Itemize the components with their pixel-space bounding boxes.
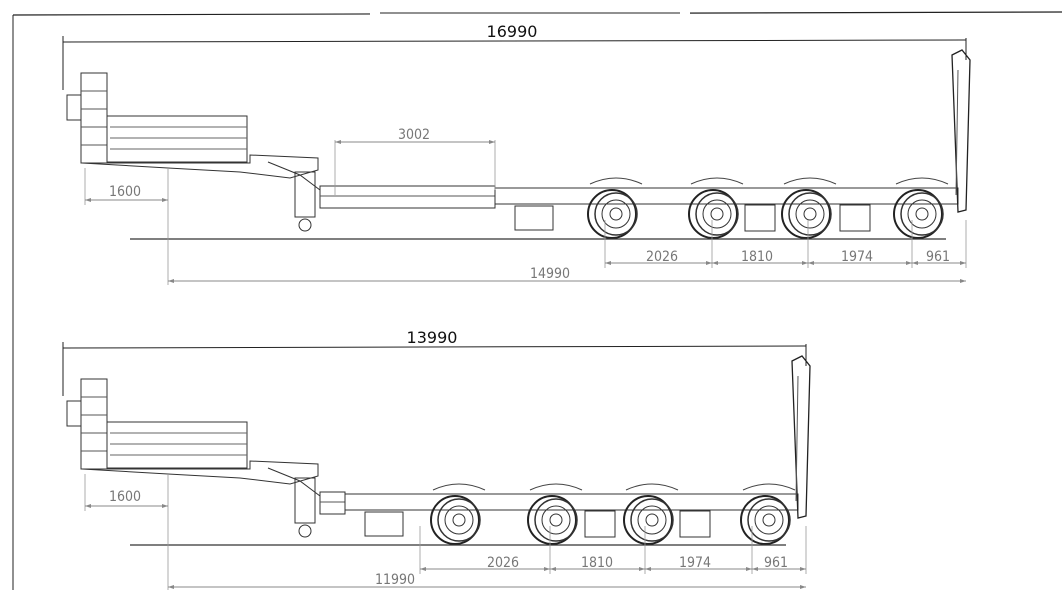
gooseneck-deck — [106, 115, 248, 163]
rim — [541, 505, 571, 535]
rim — [444, 505, 474, 535]
front-bumper — [66, 400, 82, 427]
tire — [630, 498, 674, 542]
wheel-icon — [781, 177, 837, 239]
sheet-frame — [12, 8, 1062, 590]
tire — [534, 498, 578, 542]
toolbox — [364, 511, 404, 537]
tire — [747, 498, 791, 542]
headboard — [80, 72, 108, 164]
tire — [430, 495, 480, 545]
headboard — [80, 378, 108, 470]
tire — [893, 189, 943, 239]
axle-spacing-label: 1974 — [841, 249, 873, 265]
hub — [762, 513, 776, 527]
hub — [609, 207, 623, 221]
rim — [907, 199, 937, 229]
landing-gear-foot — [298, 218, 312, 232]
kingpin-to-rear-label: 14990 — [530, 266, 570, 282]
gooseneck-length-label: 1600 — [109, 489, 141, 505]
fender — [895, 177, 949, 185]
wheel-icon — [740, 483, 796, 545]
landing-gear-foot — [298, 524, 312, 538]
hub — [452, 513, 466, 527]
wheel-icon — [527, 483, 583, 545]
trailer-drawing-long: 16990 1600 3002 14990 2026 1810 1974 961 — [62, 22, 971, 285]
fender — [783, 177, 837, 185]
fender — [690, 177, 744, 185]
fender — [589, 177, 643, 185]
axle-spacing-label: 961 — [764, 555, 788, 571]
fender — [625, 483, 679, 491]
rim — [601, 199, 631, 229]
tire — [740, 495, 790, 545]
lowbed-well — [319, 491, 346, 515]
fender — [742, 483, 796, 491]
loading-ramp — [951, 49, 971, 213]
wheel-icon — [430, 483, 486, 545]
loading-ramp — [791, 355, 811, 519]
hub — [549, 513, 563, 527]
trailer-drawing-short: 13990 1600 11990 2026 1810 1974 961 — [62, 328, 811, 590]
ramp-detail — [795, 375, 799, 502]
overall-length-label: 16990 — [487, 22, 538, 41]
dimension-arrow — [752, 567, 806, 571]
axle-spacing-label: 1974 — [679, 555, 711, 571]
overall-dimension-line — [62, 345, 807, 349]
gooseneck-deck — [106, 421, 248, 469]
toolbox — [514, 205, 554, 231]
wheel-icon — [587, 177, 643, 239]
landing-gear — [294, 477, 316, 524]
gooseneck-frame — [81, 154, 319, 179]
gooseneck-frame — [267, 467, 321, 497]
kingpin-to-rear-label: 11990 — [375, 572, 415, 588]
gooseneck-frame — [267, 161, 321, 191]
wheel-icon — [688, 177, 744, 239]
ballast-box — [679, 510, 711, 538]
axle-spacing-label: 1810 — [581, 555, 613, 571]
hub — [710, 207, 724, 221]
rim — [702, 199, 732, 229]
ramp-detail — [955, 69, 959, 196]
axle-spacing-label: 2026 — [487, 555, 519, 571]
tire — [527, 495, 577, 545]
rim — [754, 505, 784, 535]
ballast-box — [584, 510, 616, 538]
wheel-icon — [623, 483, 679, 545]
tire — [695, 192, 739, 236]
hub — [803, 207, 817, 221]
fender — [529, 483, 583, 491]
axle-spacing-label: 961 — [926, 249, 950, 265]
tire — [594, 192, 638, 236]
tire — [788, 192, 832, 236]
hub — [915, 207, 929, 221]
fender — [432, 483, 486, 491]
axle-spacing-label: 1810 — [741, 249, 773, 265]
hub — [645, 513, 659, 527]
gooseneck-frame — [81, 460, 319, 485]
front-bumper — [66, 94, 82, 121]
tire — [781, 189, 831, 239]
gooseneck-length-label: 1600 — [109, 184, 141, 200]
tire — [437, 498, 481, 542]
overall-length-label: 13990 — [407, 328, 458, 347]
tire — [900, 192, 944, 236]
dimension-arrow — [912, 261, 966, 265]
rim — [637, 505, 667, 535]
rim — [795, 199, 825, 229]
tire — [623, 495, 673, 545]
tire — [587, 189, 637, 239]
ballast-box — [744, 204, 776, 232]
wheel-icon — [893, 177, 949, 239]
ballast-box — [839, 204, 871, 232]
axle-spacing-label: 2026 — [646, 249, 678, 265]
well-length-label: 3002 — [398, 127, 430, 143]
overall-dimension-line — [62, 39, 967, 43]
lowbed-well — [319, 185, 496, 209]
tire — [688, 189, 738, 239]
landing-gear — [294, 171, 316, 218]
